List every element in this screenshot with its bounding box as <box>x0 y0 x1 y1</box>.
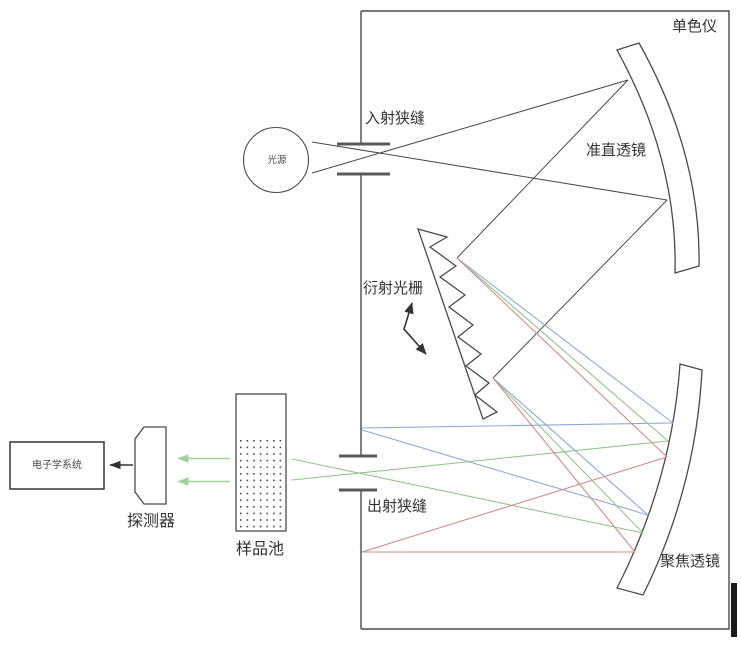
collimating-lens <box>616 42 700 274</box>
label-diffraction-grating: 衍射光栅 <box>363 280 423 297</box>
exit-slit <box>339 454 377 492</box>
label-collimating-lens: 准直透镜 <box>586 141 646 159</box>
label-sample-cell: 样品池 <box>236 540 284 558</box>
red-rays <box>361 257 668 553</box>
focusing-lens <box>616 363 703 596</box>
light-source <box>242 126 310 194</box>
label-detector: 探测器 <box>127 512 175 530</box>
sample-cell-liquid-dots <box>240 439 283 529</box>
beam-arrows <box>177 454 230 486</box>
grating-rotation-arrow <box>403 302 427 355</box>
label-exit-slit: 出射狭缝 <box>367 498 427 515</box>
monochromator-box <box>361 10 730 630</box>
screen-edge-artifact <box>731 583 737 637</box>
source-rays <box>311 79 668 379</box>
electronics-box <box>9 441 105 490</box>
label-entrance-slit: 入射狭缝 <box>365 110 425 127</box>
label-light-source: 光源 <box>267 154 287 166</box>
label-electronics: 电子学系统 <box>32 458 82 471</box>
green-rays <box>291 257 669 534</box>
title-monochromator: 单色仪 <box>672 18 717 35</box>
diffraction-grating <box>416 228 499 420</box>
detector <box>134 426 167 505</box>
blue-rays <box>361 257 674 516</box>
label-focusing-lens: 聚焦透镜 <box>660 552 720 570</box>
entrance-slit <box>337 142 390 176</box>
